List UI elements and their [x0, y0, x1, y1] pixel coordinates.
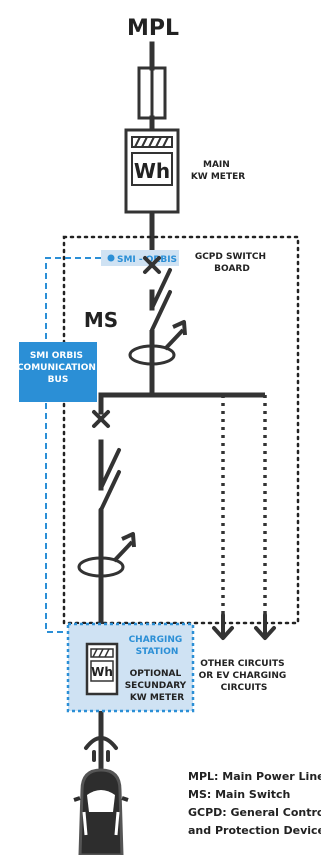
gcpd-switch-board-label: GCPD SWITCH BOARD [195, 252, 269, 274]
smi-comm-bus-line [45, 257, 101, 633]
main-kw-meter: Wh [124, 128, 180, 214]
main-meter-glyph: Wh [134, 159, 170, 183]
secondary-meter-glyph: Wh [91, 665, 113, 679]
other-circuits-label: OTHER CIRCUITS OR EV CHARGING CIRCUITS [199, 659, 290, 693]
plug-icon [84, 736, 118, 762]
charging-station-label: CHARGING STATION [129, 635, 186, 657]
optional-meter-label: OPTIONAL SECUNDARY KW METER [125, 669, 190, 703]
smi-bus-label-box [19, 342, 97, 402]
other-circuits-branches [221, 395, 267, 625]
fuse-icon [137, 66, 167, 120]
legend-item-mpl: MPL: Main Power Line [188, 770, 321, 783]
switch-icon [143, 256, 172, 332]
arrow-down-icon [212, 613, 276, 640]
feeder-switch-icon [92, 410, 121, 551]
ms-label: MS [84, 308, 118, 332]
secondary-kw-meter: Wh [85, 642, 119, 696]
legend: MPL: Main Power Line MS: Main Switch GCP… [188, 770, 321, 837]
feeder-current-transformer-icon [77, 532, 136, 580]
legend-item-gcpd: GCPD: General Control [188, 806, 321, 819]
legend-item-gcpd-cont: and Protection Devices [188, 824, 321, 837]
main-kw-meter-label: MAIN KW METER [191, 160, 245, 182]
smi-orbis-tag [101, 250, 179, 266]
gcpd-switch-board-boundary [62, 235, 300, 625]
car-icon [73, 768, 129, 855]
legend-item-ms: MS: Main Switch [188, 788, 290, 801]
mpl-title: MPL [127, 16, 179, 41]
smi-bus-label: SMI ORBIS COMUNICATION BUS [17, 351, 99, 385]
current-transformer-icon [128, 320, 187, 368]
